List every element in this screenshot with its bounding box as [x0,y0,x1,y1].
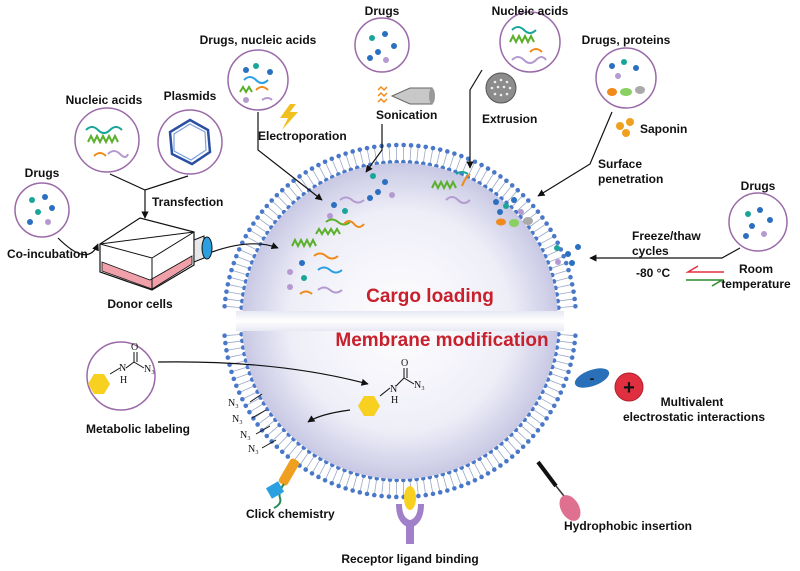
drugs-label-top: Drugs [365,4,400,18]
co-incubation-arrow [57,237,99,256]
azide-N3-label-2: N₃ [414,380,425,391]
drugs-circle-left [14,182,70,238]
azide-O-label: O [131,342,138,353]
room-temperature-label-1: Room [739,262,773,276]
receptor-icon [396,486,424,544]
sonicator-probe-icon [377,85,435,105]
drugs-label-right: Drugs [741,179,776,193]
saponin-icon [616,118,634,137]
negative-charge-sign: - [590,370,595,386]
azide-H-label-2: H [391,395,398,406]
cargo-loading-title: Cargo loading [366,286,494,307]
cargo-group-sonication [367,173,395,201]
donor-cells-label: Donor cells [107,297,173,311]
charge-icon [574,368,644,402]
surface-penetration-label-1: Surface [598,157,642,171]
hydrophobic-insertion-label: Hydrophobic insertion [564,519,692,533]
metabolic-labeling-arrow [157,361,369,386]
saponin-label: Saponin [640,122,687,136]
freeze-thaw-label-1: Freeze/thaw [632,229,701,243]
azide-display-arrow [307,409,351,423]
azide-O-label-2: O [401,358,408,369]
extrusion-label: Extrusion [482,112,537,126]
plasmids-label: Plasmids [164,89,217,103]
co-incubation-label: Co-incubation [7,247,88,261]
extrusion-membrane-icon [485,72,517,104]
azide-n3-1: N₃ [228,398,239,409]
azide-sugar-in-membrane [358,368,415,416]
divider-band [236,311,564,331]
hydrophobic-anchor-icon [536,460,581,521]
azide-N3-label: N₃ [144,364,155,375]
lightning-bolt-icon [280,104,298,130]
electroporation-label: Electroporation [258,129,347,143]
drugs-label-left: Drugs [25,166,60,180]
drugs-nucleic-acids-label: Drugs, nucleic acids [200,33,317,47]
metabolic-labeling-circle [86,341,156,411]
surface-penetration-label-2: penetration [598,172,663,186]
donor-to-vesicle-arrow [211,242,279,253]
drugs-proteins-label: Drugs, proteins [582,33,671,47]
drugs-circle-right [728,192,788,252]
nucleic-acids-circle-left [74,107,140,173]
multivalent-label-1: Multivalent [661,395,724,409]
freeze-thaw-arrow [589,247,741,262]
cargo-group-electroporation [325,196,365,228]
nucleic-acids-label-left: Nucleic acids [66,93,143,107]
click-chemistry-label: Click chemistry [246,507,335,521]
drugs-proteins-circle [595,47,657,109]
transfection-label: Transfection [152,195,223,209]
surface-penetration-arrow [537,111,613,197]
metabolic-labeling-label: Metabolic labeling [86,422,190,436]
drugs-circle-top [354,17,410,73]
receptor-ligand-binding-label: Receptor ligand binding [341,552,478,566]
plasmids-circle [157,109,223,175]
azide-n3-3: N₃ [240,430,251,441]
room-temperature-label-2: temperature [721,277,791,291]
sonication-label: Sonication [376,108,437,122]
cargo-group-co-incubation [287,227,343,295]
click-chemistry-icon [265,458,300,509]
vesicle [222,142,578,500]
azide-N-label-2: N [390,384,397,395]
thermometer-arrow-icon [685,265,725,287]
extrusion-arrow [466,69,483,169]
azide-n3-4: N₃ [248,444,259,455]
sonication-arrow [365,124,383,173]
cargo-group-extrusion [431,171,471,204]
culture-flask-icon [99,217,213,291]
multivalent-label-2: electrostatic interactions [623,410,765,424]
azide-H-label: H [120,375,127,386]
surface-azides [249,393,277,449]
positive-charge-sign: + [623,377,635,399]
nucleic-acids-label-top: Nucleic acids [492,4,569,18]
azide-n3-2: N₃ [232,414,243,425]
minus-80-label: -80 °C [636,266,670,280]
nucleic-acids-circle-top [499,11,561,73]
azide-N-label: N [119,363,126,374]
membrane-modification-title: Membrane modification [335,330,548,351]
cargo-group-saponin [493,197,533,227]
transfection-join-lines [109,173,189,191]
cargo-group-freeze-thaw [554,244,581,266]
drugs-nucleic-acids-circle [227,49,289,111]
freeze-thaw-label-2: cycles [632,244,669,258]
electroporation-arrow [257,112,323,201]
